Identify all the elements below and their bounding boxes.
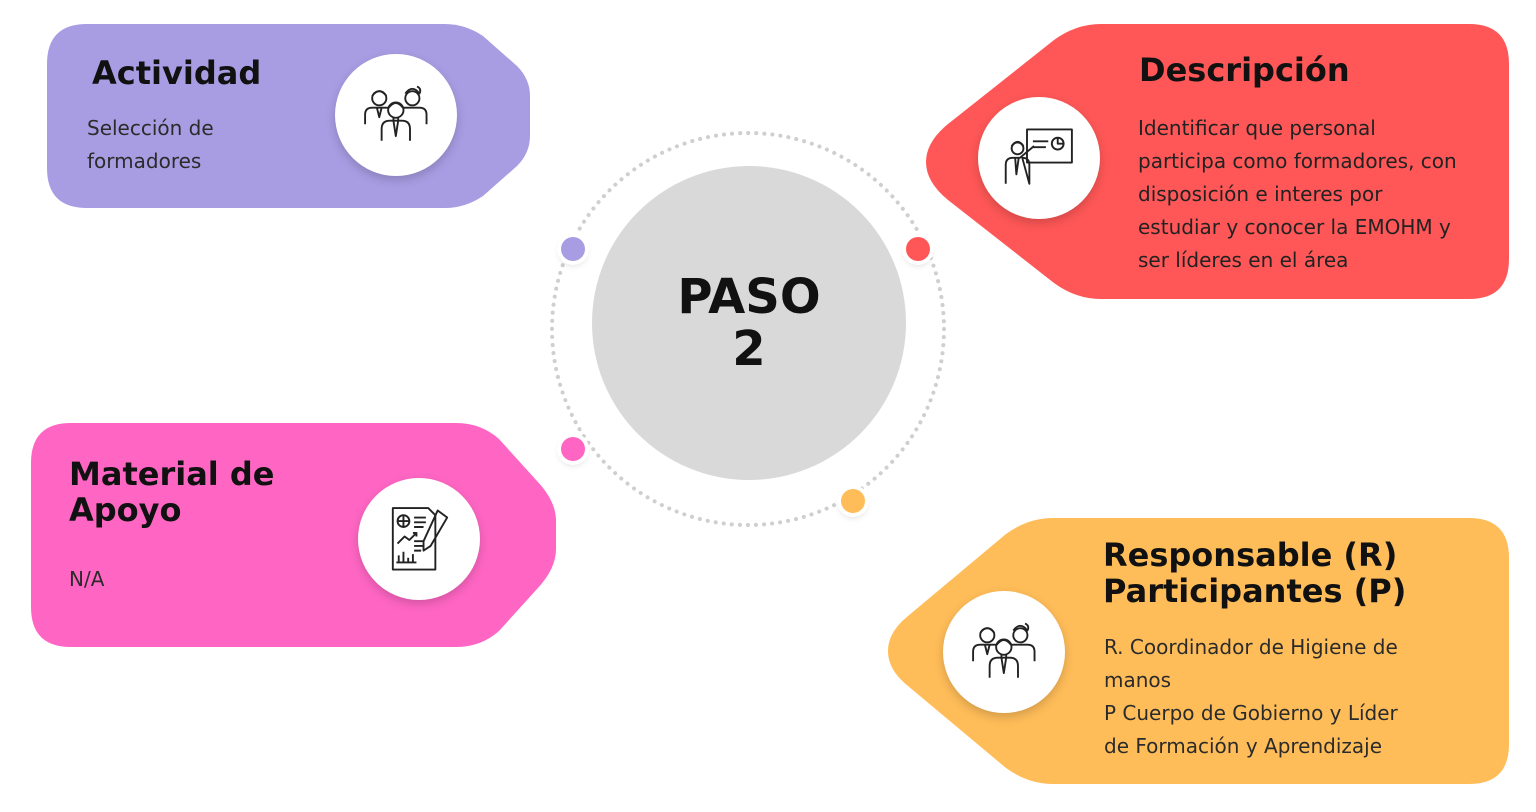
body-line: N/A	[69, 567, 105, 591]
card-descripcion: Descripción Identificar que personal par…	[926, 24, 1509, 299]
ring-dot-pink	[561, 437, 585, 461]
step-label: PASO	[677, 269, 821, 325]
card-title: Responsable (R) Participantes (P)	[1103, 536, 1407, 610]
body-line: ser líderes en el área	[1138, 248, 1349, 272]
report-icon	[392, 507, 449, 571]
card-title: Descripción	[1139, 51, 1350, 89]
body-line: R. Coordinador de Higiene de	[1104, 635, 1398, 659]
card-body: Identificar que personal participa como …	[1138, 112, 1457, 277]
card-actividad: Actividad Selección de formadores	[47, 24, 530, 208]
icon-badge	[978, 97, 1100, 219]
body-line: formadores	[87, 149, 202, 173]
body-line: Selección de	[87, 116, 214, 140]
card-title: Actividad	[92, 54, 262, 92]
step-number: 2	[732, 321, 766, 377]
icon-badge	[335, 54, 457, 176]
body-line: de Formación y Aprendizaje	[1104, 734, 1383, 758]
title-line: Responsable (R)	[1103, 536, 1398, 574]
card-title: Material de Apoyo	[69, 455, 275, 529]
ring-dot-purple	[561, 237, 585, 261]
body-line: participa como formadores, con	[1138, 149, 1457, 173]
body-line: disposición e interes por	[1138, 182, 1383, 206]
icon-badge	[943, 591, 1065, 713]
title-line: Material de	[69, 455, 275, 493]
card-body: N/A	[69, 563, 104, 596]
body-line: P Cuerpo de Gobierno y Líder	[1104, 701, 1398, 725]
card-responsable: Responsable (R) Participantes (P) R. Coo…	[888, 518, 1509, 784]
card-shape	[926, 24, 1509, 299]
body-line: manos	[1104, 668, 1172, 692]
presentation-icon	[1004, 128, 1074, 185]
ring-dot-yellow	[841, 489, 865, 513]
body-line: estudiar y conocer la EMOHM y	[1138, 215, 1451, 239]
ring-dot-red	[906, 237, 930, 261]
team-icon	[972, 622, 1036, 678]
title-line: Apoyo	[69, 490, 182, 529]
card-shape	[888, 518, 1509, 784]
body-line: Identificar que personal	[1138, 116, 1376, 140]
team-icon	[364, 85, 428, 141]
card-material: Material de Apoyo N/A	[31, 423, 556, 647]
card-body: Selección de formadores	[87, 112, 214, 178]
title-line: Participantes (P)	[1103, 571, 1407, 610]
icon-badge	[358, 478, 480, 600]
center-step-circle: PASO 2	[592, 166, 906, 480]
card-body: R. Coordinador de Higiene de manos P Cue…	[1104, 631, 1398, 763]
